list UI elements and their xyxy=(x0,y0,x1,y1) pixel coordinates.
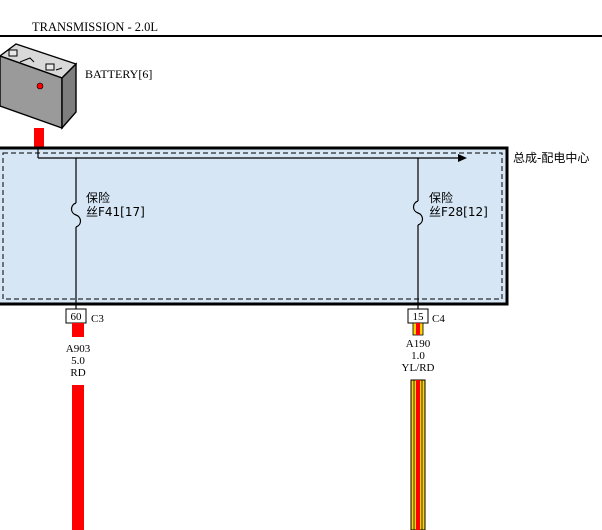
distribution-center-dashed-border xyxy=(2,152,503,300)
bus-arrow-icon xyxy=(458,154,467,162)
wire-a190-circuit: A190 xyxy=(406,338,431,350)
fuse-f28-symbol-icon xyxy=(412,200,424,226)
wire-a903-color: RD xyxy=(70,367,85,379)
wire-a903-gauge: 5.0 xyxy=(71,355,85,367)
fuse-f28-label-line2: 丝F28[12] xyxy=(429,205,488,219)
connector-c3-pin: 60 xyxy=(71,311,83,323)
fuse-f28-label-line1: 保险 xyxy=(429,190,453,205)
wire-a903-circuit: A903 xyxy=(66,343,91,355)
fuse-f41 xyxy=(70,158,82,309)
fuse-f41-label-line2: 丝F41[17] xyxy=(86,205,145,219)
connector-c3-name: C3 xyxy=(91,313,104,325)
connector-c4-pin: 15 xyxy=(413,311,425,323)
connector-c4-name: C4 xyxy=(432,313,445,325)
battery-lead-wire xyxy=(34,128,44,148)
battery-label: BATTERY[6] xyxy=(85,67,152,81)
wire-a190-gauge: 1.0 xyxy=(411,350,425,362)
battery-icon xyxy=(0,43,78,130)
fuse-f41-label-line1: 保险 xyxy=(86,190,110,205)
wire-a190-color: YL/RD xyxy=(402,362,435,374)
page-title: TRANSMISSION - 2.0L xyxy=(32,20,158,34)
wire-a190-lower xyxy=(410,379,426,530)
wire-a190-upper xyxy=(412,322,424,336)
wire-a903-lower xyxy=(72,385,84,530)
distribution-center-label: 总成-配电中心 xyxy=(513,150,589,165)
distribution-center-box xyxy=(0,146,509,306)
fuse-f41-symbol-icon xyxy=(70,202,82,228)
wire-a903-upper xyxy=(72,323,84,337)
fuse-f28 xyxy=(412,158,424,309)
